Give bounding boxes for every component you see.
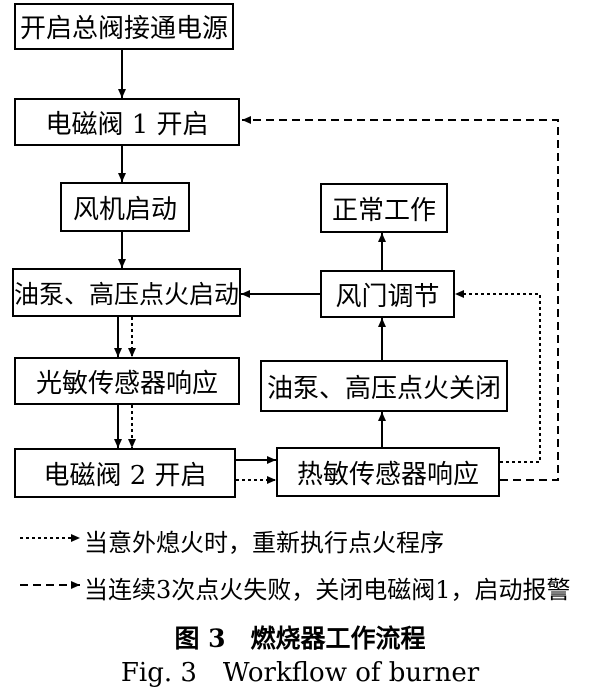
node-oil-pump-ignition-start: 油泵、高压点火启动 — [12, 268, 241, 317]
edge-n7-n9-loop — [455, 290, 541, 463]
caption-chinese: 图 3 燃烧器工作流程 — [174, 624, 426, 653]
node-thermo-sensor: 热敏传感器响应 — [276, 447, 500, 497]
edge-n7-n2-loop — [242, 116, 559, 481]
node-solenoid-valve-2: 电磁阀 2 开启 — [14, 448, 236, 498]
node-normal-operation: 正常工作 — [320, 183, 448, 233]
node-oil-pump-ignition-off: 油泵、高压点火关闭 — [260, 360, 508, 412]
node-open-main-valve: 开启总阀接通电源 — [14, 3, 234, 50]
node-fan-start: 风机启动 — [60, 182, 190, 232]
node-photo-sensor: 光敏传感器响应 — [14, 357, 240, 405]
node-damper-adjust: 风门调节 — [320, 270, 455, 318]
legend-dotted-text: 当意外熄火时，重新执行点火程序 — [84, 529, 444, 557]
caption-english: Fig. 3 Workflow of burner — [120, 658, 480, 688]
legend-dashed-text: 当连续3次点火失败，关闭电磁阀1，启动报警 — [84, 576, 571, 604]
node-solenoid-valve-1: 电磁阀 1 开启 — [14, 98, 240, 146]
